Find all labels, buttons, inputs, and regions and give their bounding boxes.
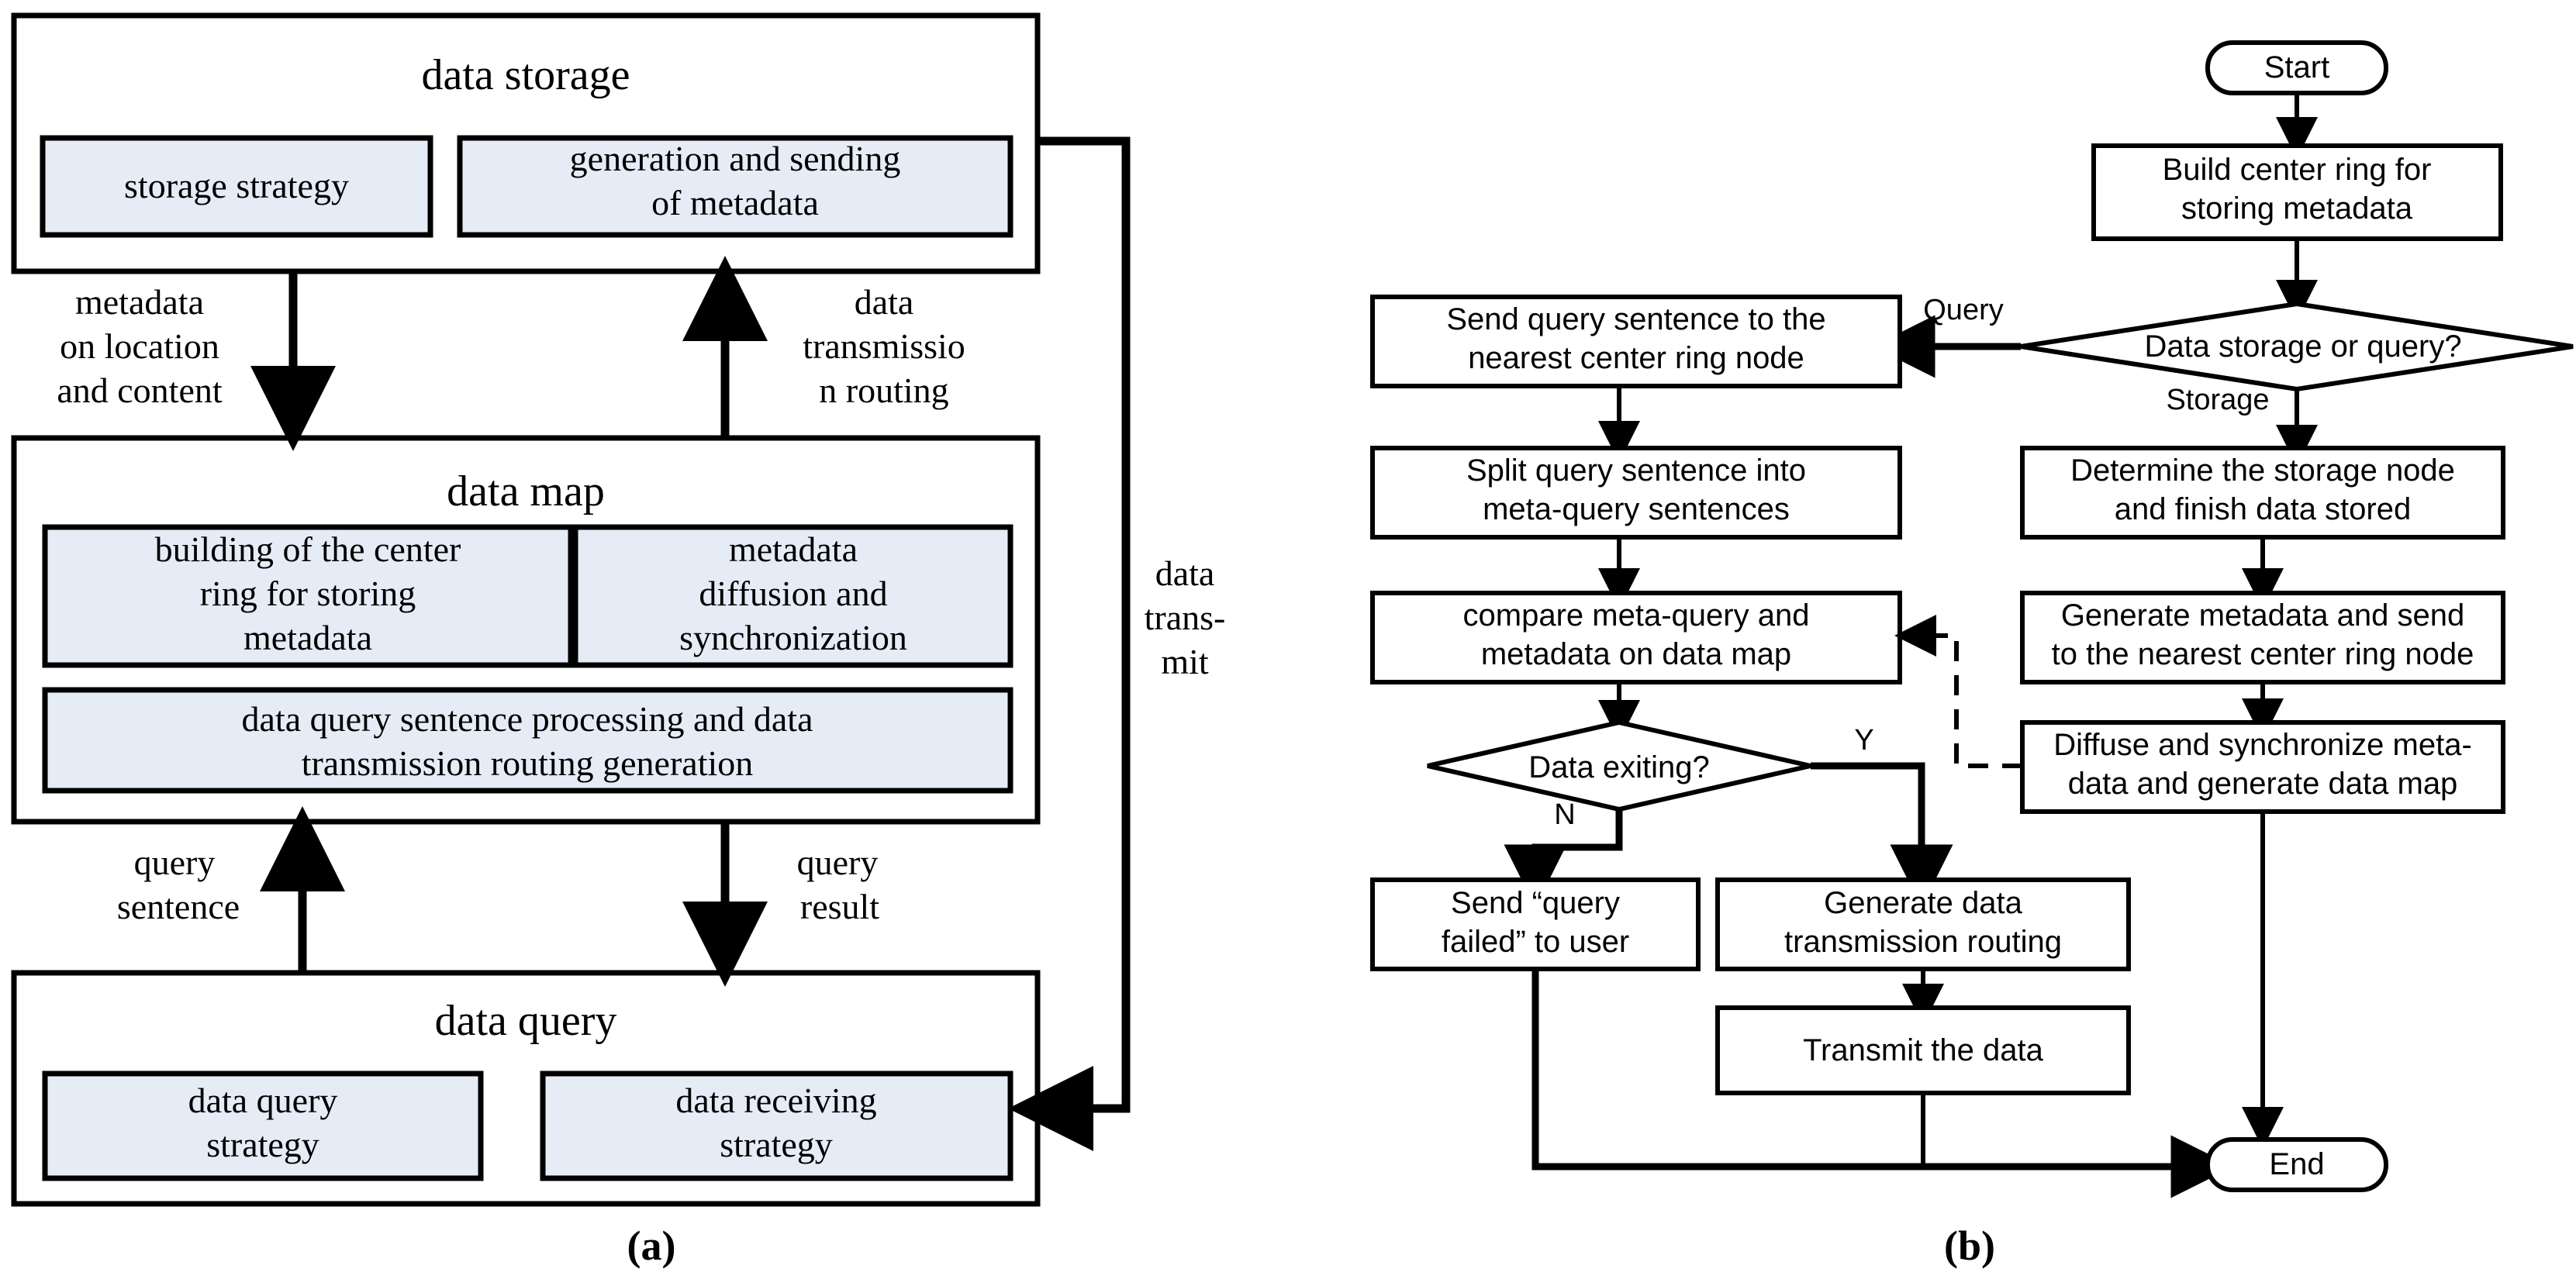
subblock-dqs-line1: data query <box>188 1081 338 1120</box>
node-gen-metadata-l1: Generate metadata and send <box>2061 598 2464 633</box>
node-build-center-ring[interactable] <box>2091 143 2503 241</box>
label-data-trans-routing-l2: transmissio <box>803 326 965 366</box>
subblock-diffusion-line2: diffusion and <box>699 574 887 613</box>
subblock-diffusion-line1: metadata <box>729 529 858 569</box>
subblock-qsp-line2: transmission routing generation <box>302 743 754 783</box>
node-send-query-l2: nearest center ring node <box>1468 341 1804 375</box>
subblock-diffusion-line3: synchronization <box>679 618 907 657</box>
arrow-exiting-no <box>1504 809 1623 908</box>
subblock-query-sentence-processing[interactable] <box>42 687 1013 794</box>
subblock-data-query-strategy[interactable] <box>42 1071 484 1181</box>
node-query-failed-l2: failed” to user <box>1442 925 1629 959</box>
subblock-dqs-line2: strategy <box>206 1125 319 1164</box>
label-branch-query: Query <box>1923 294 2003 326</box>
node-send-query-l1: Send query sentence to the <box>1446 302 1825 336</box>
subblock-generation-line1: generation and sending <box>570 139 901 178</box>
node-gen-routing-l1: Generate data <box>1824 886 2022 920</box>
label-branch-storage: Storage <box>2166 384 2269 416</box>
line-failed-to-end <box>1531 969 2234 1198</box>
label-query-sentence-l1: query <box>134 843 216 882</box>
caption-a: (a) <box>627 1222 676 1269</box>
subblock-storage-strategy-line1: storage strategy <box>124 166 349 205</box>
node-generate-transmission-routing[interactable] <box>1715 877 2131 971</box>
label-data-transmit-l2: trans- <box>1145 598 1226 637</box>
node-diffuse-l1: Diffuse and synchronize meta- <box>2053 728 2472 762</box>
subblock-generation-line2: of metadata <box>651 183 819 222</box>
block-data-query-title: data query <box>435 997 617 1045</box>
node-query-failed-l1: Send “query <box>1451 886 1620 920</box>
arrow-exiting-yes <box>1811 762 1953 908</box>
subblock-storage-strategy[interactable] <box>40 135 433 238</box>
block-data-map-title: data map <box>447 467 605 515</box>
node-transmit-label: Transmit the data <box>1803 1033 2044 1067</box>
node-diffuse-l2: data and generate data map <box>2068 767 2458 801</box>
node-gen-routing-l2: transmission routing <box>1784 925 2062 959</box>
node-storage-or-query-label: Data storage or query? <box>2144 329 2461 364</box>
subblock-building-line3: metadata <box>243 618 372 657</box>
node-determine-l1: Determine the storage node <box>2070 453 2455 488</box>
node-end-label: End <box>2269 1147 2324 1181</box>
subblock-qsp-line1: data query sentence processing and data <box>242 699 813 739</box>
node-split-query-l1: Split query sentence into <box>1466 453 1806 488</box>
label-data-trans-routing-l3: n routing <box>819 371 948 410</box>
node-data-exiting-label: Data exiting? <box>1528 750 1709 784</box>
subblock-metadata-diffusion[interactable] <box>572 524 1013 668</box>
node-build-center-ring-l2: storing metadata <box>2181 191 2413 226</box>
label-query-result-l1: query <box>797 843 879 882</box>
label-branch-yes: Y <box>1854 724 1873 757</box>
label-branch-no: N <box>1554 798 1575 831</box>
arrow-data-transmit <box>1008 136 1131 1151</box>
node-compare-l2: metadata on data map <box>1481 637 1791 671</box>
node-generate-metadata-send[interactable] <box>2020 591 2505 684</box>
panel-b: Start Build center ring for storing meta… <box>1370 40 2574 1269</box>
node-split-query-sentence[interactable] <box>1370 446 1902 540</box>
node-split-query-l2: meta-query sentences <box>1483 492 1790 526</box>
arrow-diffuse-feedback-dashed <box>1894 615 2022 768</box>
subblock-building-line1: building of the center <box>155 529 461 569</box>
caption-b: (b) <box>1944 1222 1995 1269</box>
label-metadata-on-location-l1: metadata <box>75 282 204 322</box>
node-end[interactable] <box>2205 1137 2388 1192</box>
node-send-query-sentence[interactable] <box>1370 295 1902 388</box>
subblock-building-center-ring[interactable] <box>42 524 574 668</box>
node-transmit-the-data[interactable] <box>1715 1005 2131 1095</box>
node-compare-meta-query[interactable] <box>1370 591 1902 684</box>
label-data-transmit-l1: data <box>1155 553 1215 593</box>
subblock-generation-sending-metadata[interactable] <box>457 135 1013 238</box>
node-gen-metadata-l2: to the nearest center ring node <box>2052 637 2474 671</box>
node-start-label: Start <box>2264 50 2329 84</box>
label-metadata-on-location-l3: and content <box>57 371 223 410</box>
panel-a: data storage storage strategy generation… <box>11 12 1226 1269</box>
label-query-sentence-l2: sentence <box>117 887 240 926</box>
node-compare-l1: compare meta-query and <box>1463 598 1810 633</box>
subblock-building-line2: ring for storing <box>200 574 416 613</box>
subblock-drs-line1: data receiving <box>675 1081 876 1120</box>
label-metadata-on-location-l2: on location <box>60 326 219 366</box>
subblock-data-receiving-strategy[interactable] <box>540 1071 1013 1181</box>
node-build-center-ring-l1: Build center ring for <box>2163 153 2432 187</box>
block-data-storage-title: data storage <box>422 51 630 99</box>
subblock-drs-line2: strategy <box>720 1125 833 1164</box>
label-data-transmit-l3: mit <box>1161 642 1209 681</box>
node-determine-storage-node[interactable] <box>2020 446 2505 540</box>
node-determine-l2: and finish data stored <box>2115 492 2411 526</box>
label-query-result-l2: result <box>800 887 879 926</box>
label-data-trans-routing-l1: data <box>855 282 914 322</box>
